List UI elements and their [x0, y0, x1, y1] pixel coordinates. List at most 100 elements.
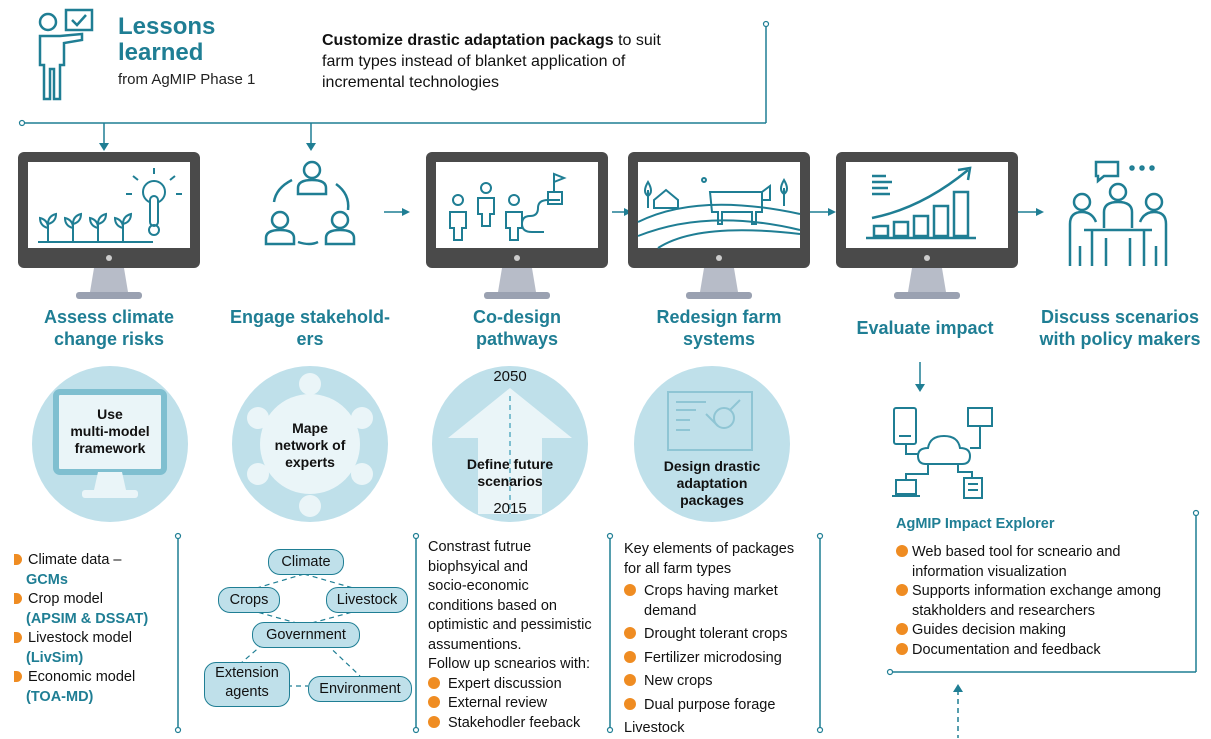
step-discuss-line2: with policy makers — [1039, 329, 1201, 349]
step-discuss-line1: Discuss scenarios — [1040, 307, 1200, 327]
scenario-line: Constrast futrue — [428, 539, 532, 555]
explorer-item-cont: information visualization — [912, 563, 1067, 580]
bullet-icon — [428, 715, 440, 728]
node-livestock: Livestock — [326, 587, 408, 613]
package-item: New crops — [624, 672, 820, 692]
bullet-icon — [896, 584, 908, 596]
bullet-icon — [14, 671, 22, 682]
header-title-line1: Lessons — [118, 13, 216, 40]
scenario-line: socio-economic — [428, 578, 529, 594]
monitor-farm — [628, 152, 810, 299]
step-evaluate: Evaluate impact — [830, 317, 1020, 339]
model-label: Climate data – — [28, 552, 122, 568]
intro-line3: incremental technologies — [322, 74, 499, 91]
year-2015: 2015 — [493, 500, 527, 517]
c3-line2: scenarios — [477, 473, 543, 489]
intro-rest: to suit — [613, 32, 661, 49]
explorer-item-label: Web based tool for scneario and — [912, 544, 1121, 560]
c2-line1: Mape — [292, 420, 328, 436]
c4-line2: adaptation — [676, 475, 748, 491]
explorer-item-cont: stakholders and researchers — [912, 602, 1095, 619]
model-value: GCMs — [26, 571, 68, 588]
node-government: Government — [252, 622, 360, 648]
package-item-label: Drought tolerant crops — [644, 626, 788, 642]
scenario-item-label: Stakehodler feeback — [448, 714, 581, 731]
circle-scenarios-text: Define future scenarios — [432, 456, 588, 490]
step-engage: Engage stakehold- ers — [220, 306, 400, 350]
node-crops: Crops — [218, 587, 280, 613]
scenario-line: conditions based on — [428, 597, 557, 614]
model-list: Climate data – GCMs Crop model (APSIM & … — [14, 551, 174, 707]
scenario-line: Follow up scnearios with: — [428, 656, 590, 672]
c2-line3: experts — [285, 454, 335, 470]
header-subtitle: from AgMIP Phase 1 — [118, 71, 256, 88]
package-line: Key elements of packages — [624, 541, 795, 557]
monitor-codesign — [426, 152, 608, 299]
c1-line2: multi-model — [70, 423, 150, 439]
package-item-cont: demand — [644, 602, 697, 619]
model-item: Livestock model — [14, 629, 174, 649]
scenario-line: assumentions. — [428, 636, 522, 653]
package-item: Fertilizer microdosing — [624, 649, 820, 669]
model-label: Livestock model — [28, 630, 132, 646]
step-assess-line1: Assess climate — [43, 307, 175, 327]
header-intro: Customize drastic adaptation packags to … — [322, 30, 742, 93]
package-tail: Livestock — [624, 720, 685, 736]
scenario-item: Expert discussion — [428, 675, 610, 695]
c3-line1: Define future — [466, 456, 554, 472]
bullet-icon — [624, 584, 636, 596]
package-item-label: New crops — [644, 673, 713, 689]
c4-line3: packages — [680, 492, 744, 508]
scenario-item: External review — [428, 694, 610, 714]
blueprint-icon — [667, 391, 753, 451]
scenario-line: optimistic and pessimistic — [428, 617, 592, 633]
explorer-list: Web based tool for scneario and informat… — [896, 543, 1192, 660]
network-ring-icon — [247, 373, 373, 517]
c1-line1: Use — [97, 406, 123, 422]
package-line: for all farm types — [624, 560, 732, 577]
step-engage-line2: ers — [296, 329, 324, 349]
step-codesign-line2: pathways — [475, 329, 559, 349]
explorer-item-label: Documentation and feedback — [912, 641, 1101, 658]
node-extension: Extension agents — [204, 662, 290, 707]
node-climate: Climate — [268, 549, 344, 575]
stakeholder-cycle-icon — [264, 160, 356, 246]
bullet-icon — [624, 674, 636, 686]
scenario-item: Stakehodler feeback — [428, 714, 610, 734]
header-title-line2: learned — [118, 39, 204, 66]
circle-multimodel: Use multi-model framework — [32, 366, 188, 522]
package-item: Crops having market — [624, 582, 820, 602]
year-2050: 2050 — [493, 368, 527, 385]
package-item: Dual purpose forage — [624, 696, 820, 716]
teacher-icon — [38, 8, 94, 101]
step-codesign-line1: Co-design — [473, 307, 561, 327]
package-item: Drought tolerant crops — [624, 625, 820, 645]
explorer-item: Supports information exchange among — [896, 582, 1192, 602]
bullet-icon — [896, 545, 908, 557]
scenario-item-label: Expert discussion — [448, 675, 562, 692]
meeting-icon — [1068, 160, 1168, 266]
explorer-item: Documentation and feedback — [896, 641, 1192, 661]
bullet-icon — [896, 623, 908, 635]
step-evaluate-line1: Evaluate impact — [856, 318, 994, 338]
circle-network-text: Mape network of experts — [232, 420, 388, 471]
bullet-icon — [896, 642, 908, 655]
package-item-label: Dual purpose forage — [644, 696, 776, 713]
bullet-icon — [14, 593, 22, 604]
package-item-label: Crops having market — [644, 583, 778, 599]
package-item-label: Fertilizer microdosing — [644, 649, 782, 666]
node-environment: Environment — [308, 676, 412, 702]
model-value: (APSIM & DSSAT) — [26, 610, 149, 627]
monitor-outline-icon — [53, 389, 167, 498]
c4-line1: Design drastic — [663, 458, 761, 474]
explorer-item: Web based tool for scneario and — [896, 543, 1192, 563]
step-engage-line1: Engage stakehold- — [229, 307, 391, 327]
bullet-icon — [624, 650, 636, 663]
road-arrow-icon — [448, 388, 572, 514]
circle-packages: Design drastic adaptation packages — [634, 366, 790, 522]
bullet-icon — [428, 676, 440, 689]
step-redesign: Redesign farm systems — [628, 306, 810, 350]
bullet-icon — [428, 696, 440, 708]
intro-line2: farm types instead of blanket applicatio… — [322, 53, 626, 70]
circle-packages-text: Design drastic adaptation packages — [634, 458, 790, 509]
